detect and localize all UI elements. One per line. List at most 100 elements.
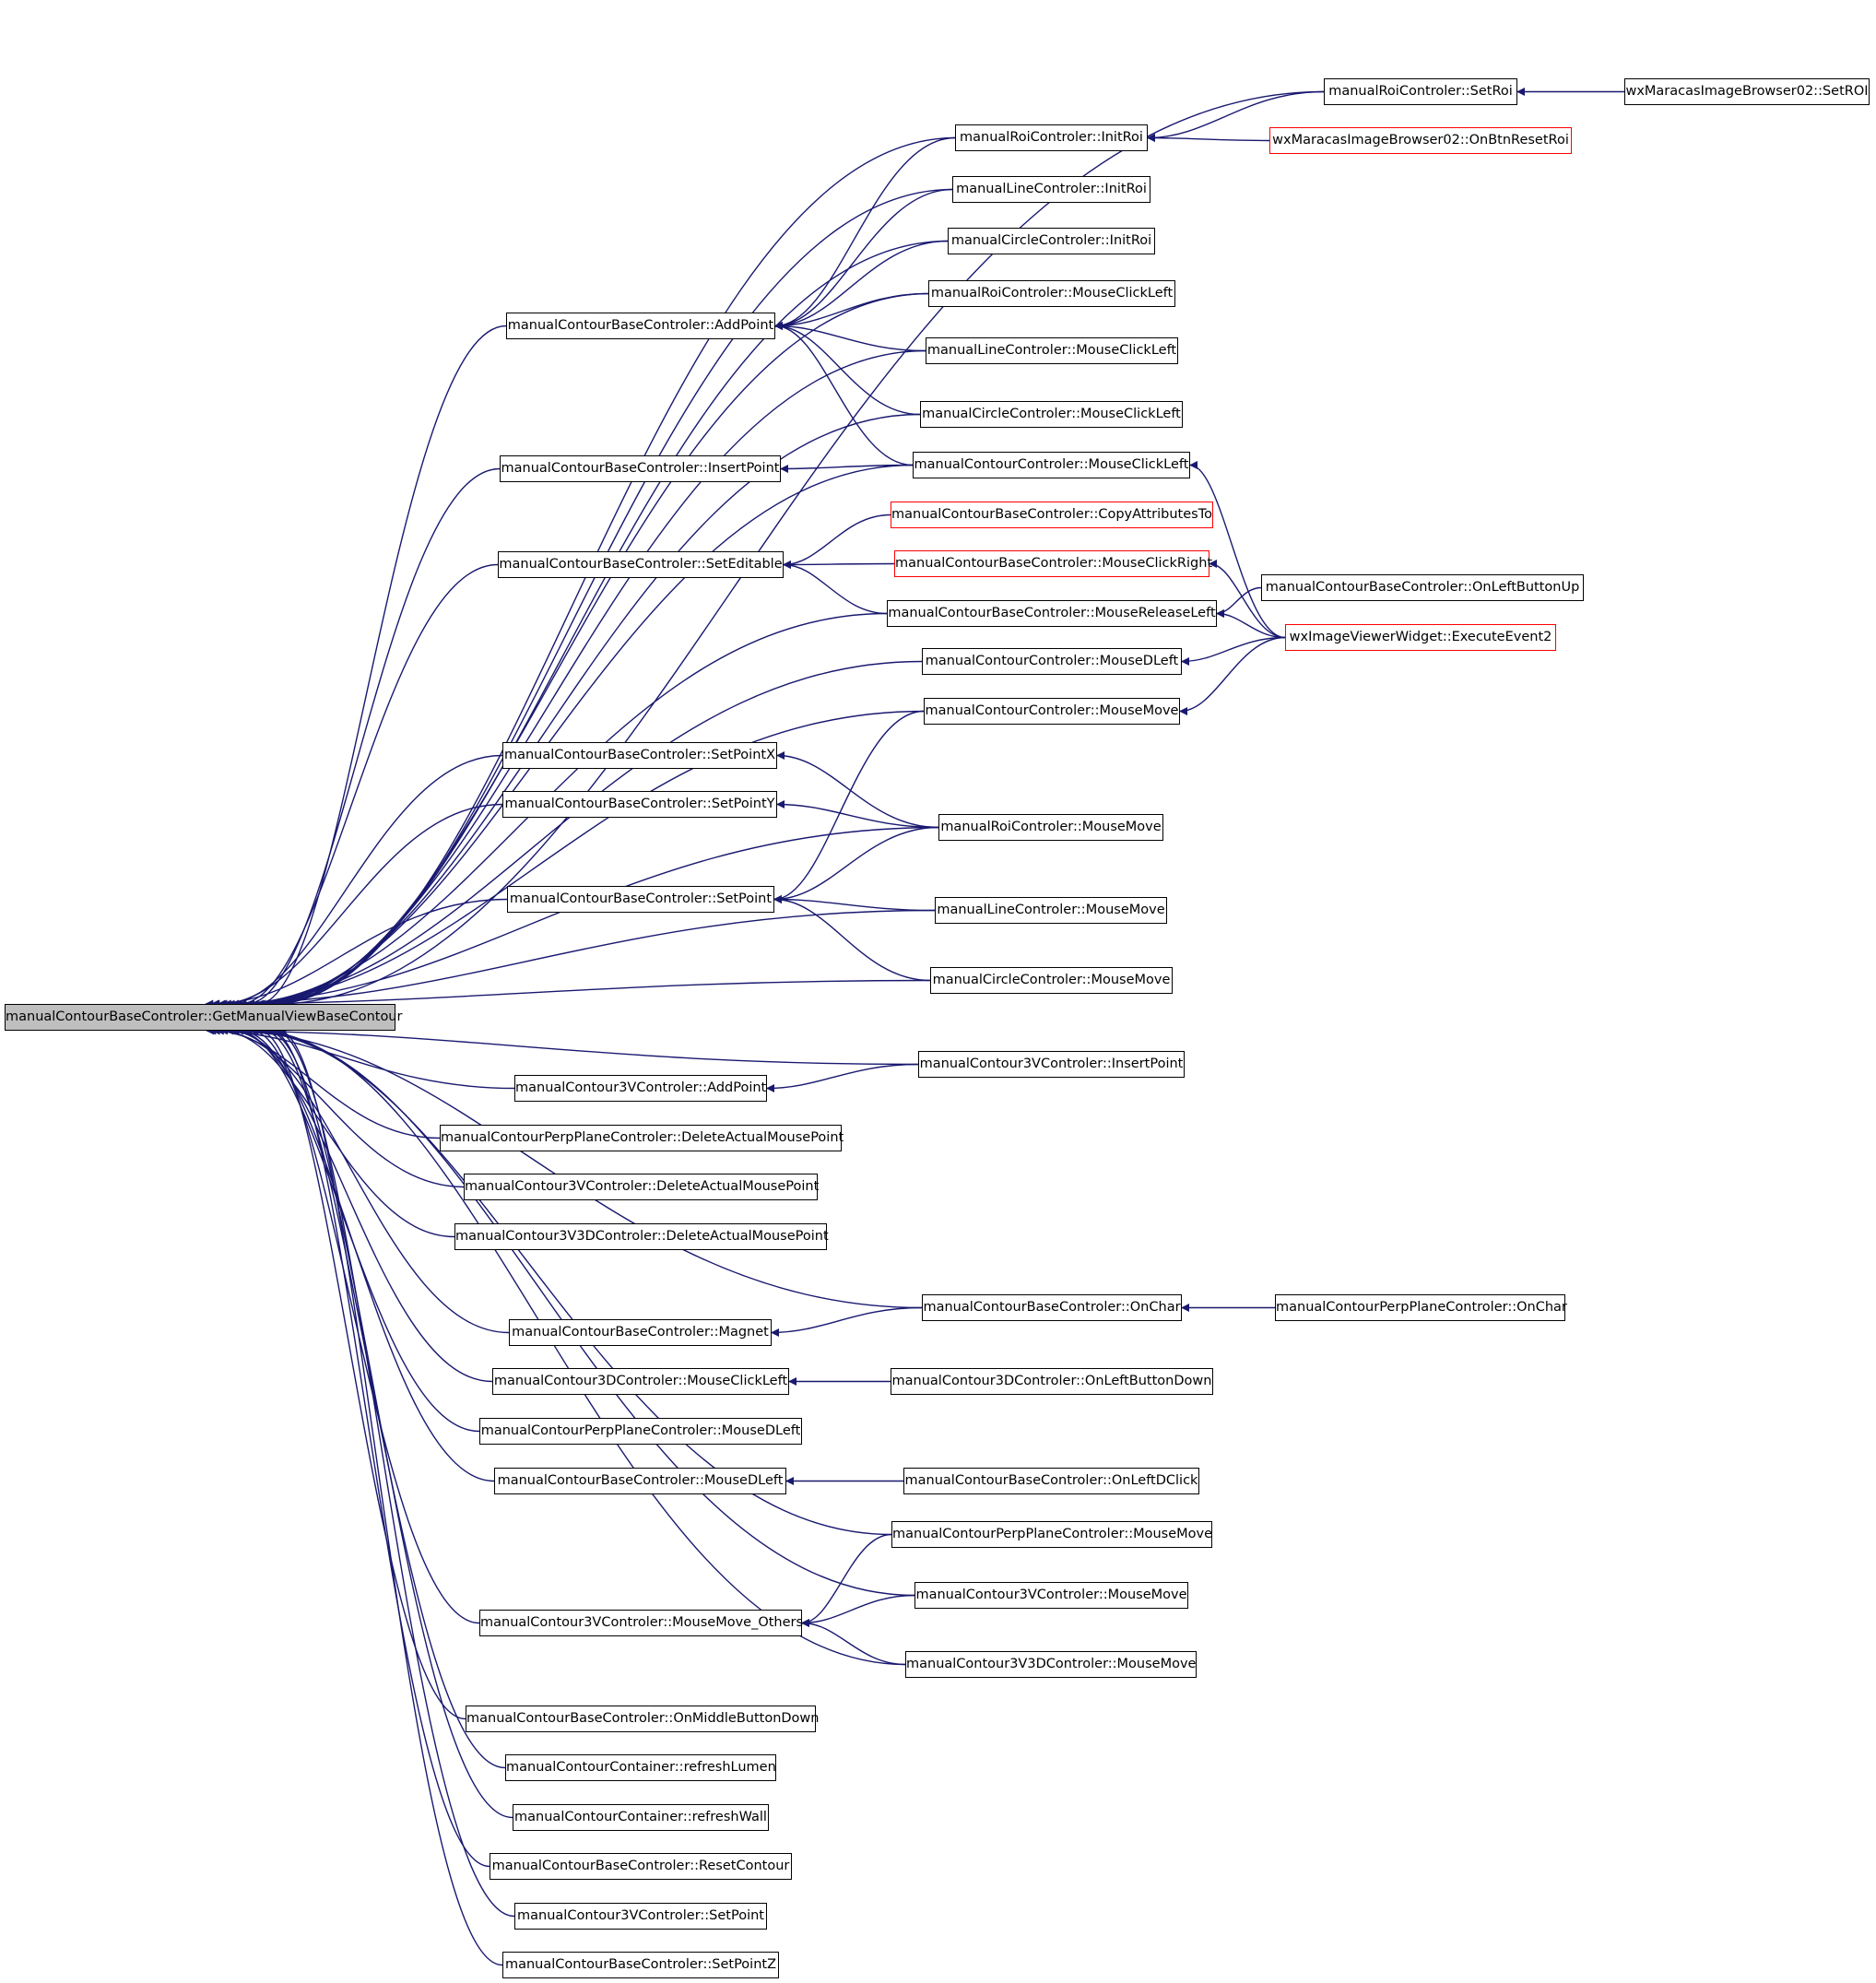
node-base-setpointz[interactable]: manualContourBaseControler::SetPointZ	[502, 1952, 779, 1978]
node-c3d-onleftbuttondown[interactable]: manualContour3DControler::OnLeftButtonDo…	[891, 1368, 1213, 1395]
node-roi-mouseclickleft[interactable]: manualRoiControler::MouseClickLeft	[928, 280, 1175, 307]
node-circle-initroi[interactable]: manualCircleControler::InitRoi	[948, 228, 1155, 254]
edge-contour-mouseclickleft-to-base-addpoint	[774, 322, 914, 466]
node-base-onmiddlebuttondown[interactable]: manualContourBaseControler::OnMiddleButt…	[466, 1706, 819, 1732]
node-base-setpointy[interactable]: manualContourBaseControler::SetPointY	[502, 791, 777, 818]
node-base-setpoint[interactable]: manualContourBaseControler::SetPoint	[507, 886, 774, 913]
edge-c3v3d-deleteactualmousepoint-to-root	[219, 1026, 455, 1238]
node-roi-mousemove[interactable]: manualRoiControler::MouseMove	[938, 814, 1163, 841]
node-c3v-deleteactualmousepoint[interactable]: manualContour3VControler::DeleteActualMo…	[464, 1174, 819, 1200]
edge-base-resetcontour-to-root	[269, 1026, 490, 1868]
edge-c3v3d-mousemove-to-c3v-mousemove-others	[801, 1619, 906, 1666]
edge-line-mouseclickleft-to-base-addpoint	[774, 322, 926, 352]
node-base-onleftdclick[interactable]: manualContourBaseControler::OnLeftDClick	[903, 1468, 1199, 1494]
node-base-mouseclickright[interactable]: manualContourBaseControler::MouseClickRi…	[894, 550, 1212, 577]
node-c3d-mouseclickleft[interactable]: manualContour3DControler::MouseClickLeft	[492, 1368, 789, 1395]
node-base-copyattributesto[interactable]: manualContourBaseControler::CopyAttribut…	[891, 502, 1213, 528]
node-contour-mousedleft[interactable]: manualContourControler::MouseDLeft	[922, 648, 1182, 675]
edge-wx-executeevent2-to-base-mouseclickright	[1209, 560, 1286, 639]
edge-contour-mousemove-to-root	[226, 710, 925, 1009]
node-perp-mousemove[interactable]: manualContourPerpPlaneControler::MouseMo…	[891, 1521, 1212, 1548]
node-c3v-mousemove-others[interactable]: manualContour3VControler::MouseMove_Othe…	[479, 1610, 803, 1636]
node-c3v3d-deleteactualmousepoint[interactable]: manualContour3V3DControler::DeleteActual…	[454, 1223, 829, 1250]
edge-c3v-mousemove-to-root	[248, 1026, 915, 1597]
edge-roi-mousemove-to-root	[217, 826, 939, 1009]
node-wx-executeevent2[interactable]: wxImageViewerWidget::ExecuteEvent2	[1285, 624, 1556, 651]
edge-c3v-insertpoint-to-root	[206, 1026, 919, 1066]
node-c3v3d-mousemove[interactable]: manualContour3V3DControler::MouseMove	[905, 1651, 1197, 1678]
edge-contour-mousemove-to-base-setpoint	[773, 710, 925, 903]
edge-roi-mousemove-to-base-setpointx	[776, 751, 939, 829]
edge-base-addpoint-to-root	[257, 325, 507, 1009]
edge-contour-mousedleft-to-root	[230, 660, 923, 1009]
edge-wx-executeevent2-to-contour-mousedleft	[1181, 636, 1286, 666]
edge-layer	[205, 88, 1624, 1966]
node-base-resetcontour[interactable]: manualContourBaseControler::ResetContour	[490, 1853, 792, 1880]
node-wx-onbtnresetroi[interactable]: wxMaracasImageBrowser02::OnBtnResetRoi	[1269, 127, 1572, 154]
edge-roi-mousemove-to-base-setpointy	[776, 800, 939, 829]
edge-circle-mouseclickleft-to-base-addpoint	[774, 322, 921, 416]
edge-wx-executeevent2-to-contour-mousemove	[1179, 636, 1286, 715]
edge-base-setpointy-to-root	[218, 803, 503, 1009]
edge-circle-mousemove-to-base-setpoint	[773, 895, 931, 982]
node-base-onleftbuttonup[interactable]: manualContourBaseControler::OnLeftButton…	[1261, 574, 1584, 601]
edge-line-mousemove-to-root	[210, 909, 936, 1009]
node-base-mousedleft[interactable]: manualContourBaseControler::MouseDLeft	[494, 1468, 786, 1494]
node-c3v-setpoint[interactable]: manualContour3VControler::SetPoint	[514, 1903, 767, 1930]
node-circle-mouseclickleft[interactable]: manualCircleControler::MouseClickLeft	[920, 401, 1183, 428]
edge-base-onmiddlebuttondown-to-root	[257, 1026, 466, 1720]
edge-base-mouseclickright-to-base-seteditable	[783, 560, 895, 569]
node-root[interactable]: manualContourBaseControler::GetManualVie…	[5, 1004, 402, 1031]
edge-c3v-insertpoint-to-c3v-addpoint	[766, 1063, 919, 1092]
edge-base-setpoint-to-root	[211, 898, 508, 1009]
node-container-refreshlumen[interactable]: manualContourContainer::refreshLumen	[505, 1754, 776, 1781]
edge-wx-onbtnresetroi-to-roi-initroi	[1147, 134, 1270, 143]
edge-contour-mouseclickleft-to-root	[246, 464, 914, 1009]
edge-wx-executeevent2-to-base-mousereleaseleft	[1216, 609, 1286, 639]
edge-base-magnet-to-root	[227, 1026, 510, 1334]
edge-roi-setroi-to-roi-initroi	[1147, 90, 1325, 142]
edge-base-setpointz-to-root	[277, 1026, 503, 1966]
node-line-initroi[interactable]: manualLineControler::InitRoi	[952, 176, 1150, 203]
node-container-refreshwall[interactable]: manualContourContainer::refreshWall	[513, 1804, 769, 1831]
node-perp-deleteactualmousepoint[interactable]: manualContourPerpPlaneControler::DeleteA…	[440, 1125, 844, 1151]
edge-base-onchar-to-base-magnet	[771, 1306, 923, 1337]
node-base-magnet[interactable]: manualContourBaseControler::Magnet	[509, 1319, 772, 1346]
node-base-insertpoint[interactable]: manualContourBaseControler::InsertPoint	[500, 455, 781, 482]
edge-c3v-mousemove-to-c3v-mousemove-others	[801, 1594, 915, 1627]
edge-wx-executeevent2-to-contour-mouseclickleft	[1189, 461, 1286, 639]
node-c3v-addpoint[interactable]: manualContour3VControler::AddPoint	[514, 1075, 767, 1102]
edge-circle-mousemove-to-root	[205, 979, 931, 1009]
edge-base-mousedleft-to-root	[239, 1026, 495, 1482]
node-contour-mousemove[interactable]: manualContourControler::MouseMove	[924, 698, 1180, 725]
edge-container-refreshwall-to-root	[265, 1026, 513, 1819]
edge-container-refreshlumen-to-root	[262, 1026, 506, 1769]
node-contour-mouseclickleft[interactable]: manualContourControler::MouseClickLeft	[913, 452, 1190, 478]
node-base-seteditable[interactable]: manualContourBaseControler::SetEditable	[498, 551, 784, 578]
node-line-mousemove[interactable]: manualLineControler::MouseMove	[935, 897, 1167, 924]
edge-roi-mouseclickleft-to-base-addpoint	[774, 292, 929, 330]
node-roi-setroi[interactable]: manualRoiControler::SetRoi	[1324, 78, 1517, 105]
edge-base-mousereleaseleft-to-base-seteditable	[783, 561, 888, 615]
edge-base-onchar-to-root	[225, 1026, 923, 1309]
node-circle-mousemove[interactable]: manualCircleControler::MouseMove	[930, 967, 1173, 994]
edge-base-copyattributesto-to-base-seteditable	[783, 513, 891, 569]
node-base-addpoint[interactable]: manualContourBaseControler::AddPoint	[506, 313, 775, 339]
node-line-mouseclickleft[interactable]: manualLineControler::MouseClickLeft	[926, 337, 1178, 364]
node-wx-setroi[interactable]: wxMaracasImageBrowser02::SetROI	[1624, 78, 1870, 105]
node-c3v-insertpoint[interactable]: manualContour3VControler::InsertPoint	[918, 1051, 1185, 1078]
node-c3v-mousemove[interactable]: manualContour3VControler::MouseMove	[914, 1582, 1188, 1609]
edge-roi-mousemove-to-base-setpoint	[773, 826, 939, 903]
edge-c3v-deleteactualmousepoint-to-root	[215, 1026, 465, 1188]
node-base-onchar[interactable]: manualContourBaseControler::OnChar	[922, 1294, 1182, 1321]
edge-circle-initroi-to-base-addpoint	[774, 240, 949, 330]
edge-perp-mousemove-to-c3v-mousemove-others	[801, 1533, 892, 1627]
node-base-mousereleaseleft[interactable]: manualContourBaseControler::MouseRelease…	[887, 600, 1217, 627]
node-perp-onchar[interactable]: manualContourPerpPlaneControler::OnChar	[1275, 1294, 1567, 1321]
node-perp-mousedleft[interactable]: manualContourPerpPlaneControler::MouseDL…	[479, 1418, 802, 1445]
node-roi-initroi[interactable]: manualRoiControler::InitRoi	[955, 124, 1148, 151]
node-base-setpointx[interactable]: manualContourBaseControler::SetPointX	[502, 742, 777, 769]
edge-roi-initroi-to-base-addpoint	[774, 136, 956, 330]
